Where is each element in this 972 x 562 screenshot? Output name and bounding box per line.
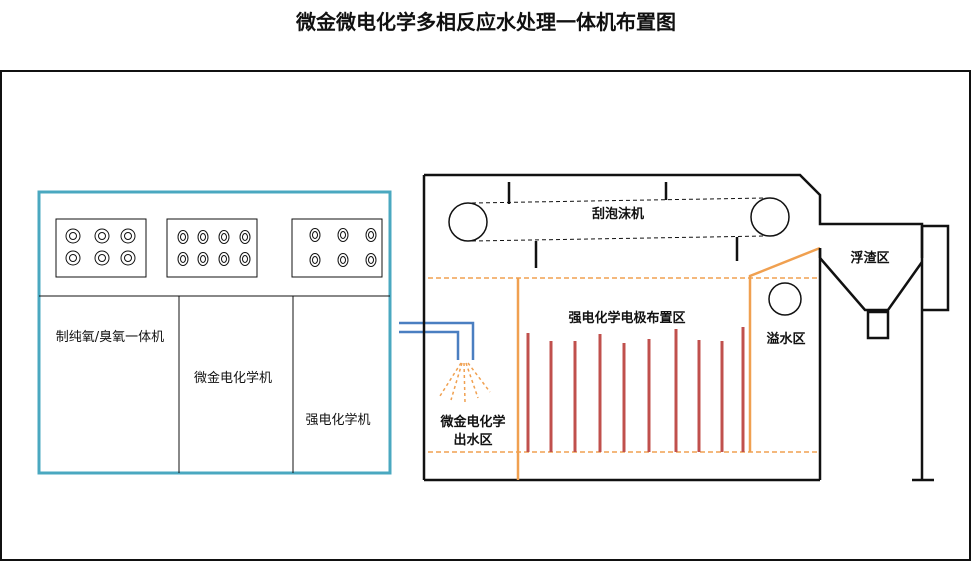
equipment-cabinet: 制纯氧/臭氧一体机 微金电化学机 强电化学机 bbox=[37, 190, 392, 475]
chlorine-unit-label: 制纯氧/臭氧一体机 bbox=[56, 330, 164, 345]
control-panel-1 bbox=[55, 218, 147, 278]
hopper-frame bbox=[922, 224, 950, 312]
hopper-outlet bbox=[866, 310, 890, 340]
scum-hopper bbox=[818, 224, 950, 482]
overflow-zone-label: 溢水区 bbox=[766, 331, 805, 347]
diagram-title: 微金微电化学多相反应水处理一体机布置图 bbox=[296, 10, 676, 34]
control-panel-2 bbox=[166, 218, 258, 278]
inlet-pipes bbox=[399, 321, 475, 360]
skimmer-belt bbox=[448, 182, 790, 268]
overflow-outlet bbox=[768, 282, 802, 316]
reaction-tank: 刮泡沫机 强电化学电极布置区 溢水区 微金电化学 出水区 bbox=[422, 173, 924, 482]
skimmer-label: 刮泡沫机 bbox=[592, 206, 644, 222]
control-panel-3 bbox=[291, 218, 383, 278]
electrode-array bbox=[526, 327, 745, 452]
panel-2-knobs bbox=[177, 230, 251, 266]
electrode-zone-label: 强电化学电极布置区 bbox=[568, 310, 685, 326]
tank-top-outline bbox=[424, 173, 924, 258]
panel-1-knobs bbox=[65, 228, 136, 266]
cabinet-border bbox=[37, 190, 392, 475]
micro-unit-label: 微金电化学机 bbox=[194, 370, 272, 386]
belt-pulley-right bbox=[750, 197, 790, 237]
hopper-funnel bbox=[819, 257, 924, 312]
outlet-label-line2: 出水区 bbox=[453, 432, 492, 448]
belt-pulley-left bbox=[448, 202, 488, 242]
strong-unit-label: 强电化学机 bbox=[305, 412, 370, 428]
scum-zone-label: 浮渣区 bbox=[850, 250, 889, 266]
overflow-weir bbox=[748, 246, 821, 452]
panel-3-knobs bbox=[309, 228, 377, 267]
outlet-label-line1: 微金电化学 bbox=[439, 414, 505, 430]
outer-frame bbox=[0, 70, 971, 561]
outlet-spray bbox=[439, 362, 491, 403]
